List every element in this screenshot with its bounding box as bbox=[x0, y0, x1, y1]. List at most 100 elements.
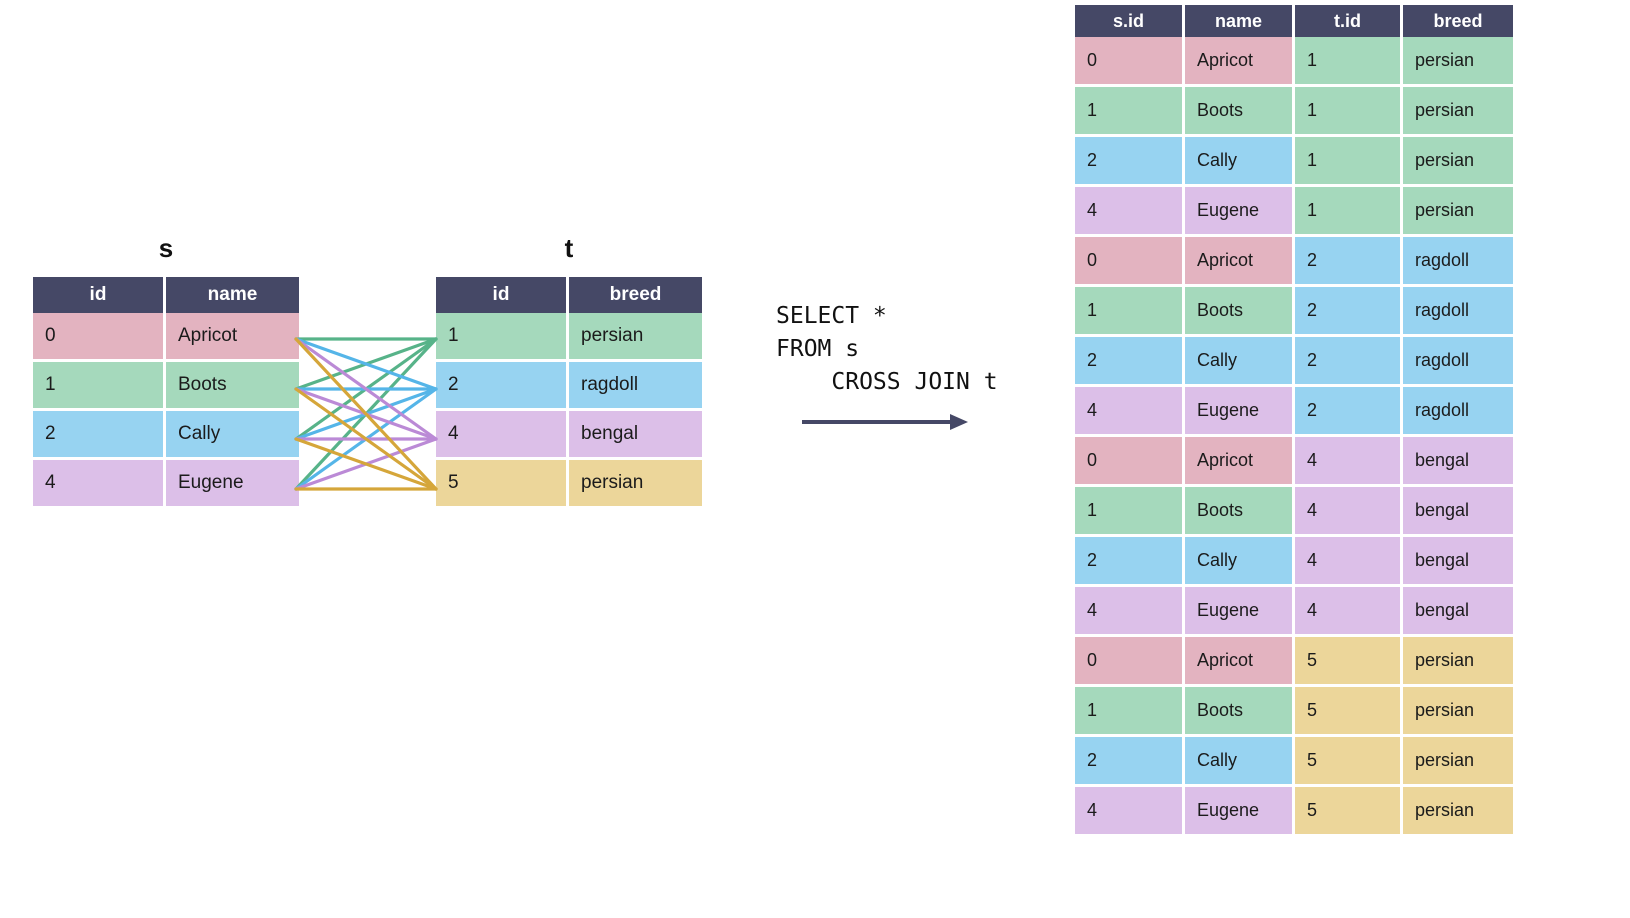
join-line bbox=[294, 337, 438, 491]
result-col-breed: breed bbox=[1403, 5, 1513, 37]
table-t-cell-breed: persian bbox=[569, 460, 702, 509]
result-cell-name: Eugene bbox=[1185, 587, 1295, 637]
result-cell-t-id: 5 bbox=[1295, 787, 1403, 837]
result-cell-s-id: 1 bbox=[1075, 487, 1185, 537]
result-cell-s-id: 0 bbox=[1075, 37, 1185, 87]
result-cell-breed: persian bbox=[1403, 37, 1513, 87]
table-t-cell-id: 4 bbox=[436, 411, 569, 460]
result-cell-breed: persian bbox=[1403, 687, 1513, 737]
result-cell-s-id: 0 bbox=[1075, 237, 1185, 287]
table-s-cell-id: 4 bbox=[33, 460, 166, 509]
table-s-title: s bbox=[158, 233, 174, 263]
flow-arrow-icon bbox=[802, 414, 968, 430]
result-cell-s-id: 4 bbox=[1075, 787, 1185, 837]
result-cell-t-id: 4 bbox=[1295, 487, 1403, 537]
result-cell-name: Eugene bbox=[1185, 787, 1295, 837]
result-cell-s-id: 2 bbox=[1075, 137, 1185, 187]
table-t-cell-breed: bengal bbox=[569, 411, 702, 460]
result-cell-breed: ragdoll bbox=[1403, 237, 1513, 287]
join-line bbox=[294, 387, 438, 491]
result-cell-t-id: 5 bbox=[1295, 637, 1403, 687]
result-cell-s-id: 1 bbox=[1075, 687, 1185, 737]
table-s-cell-name: Cally bbox=[166, 411, 299, 460]
result-cell-s-id: 2 bbox=[1075, 737, 1185, 787]
result-cell-s-id: 2 bbox=[1075, 337, 1185, 387]
result-cell-t-id: 4 bbox=[1295, 587, 1403, 637]
result-cell-s-id: 1 bbox=[1075, 87, 1185, 137]
table-s-cell-id: 1 bbox=[33, 362, 166, 411]
result-cell-name: Apricot bbox=[1185, 637, 1295, 687]
result-cell-name: Eugene bbox=[1185, 187, 1295, 237]
result-cell-t-id: 1 bbox=[1295, 137, 1403, 187]
result-cell-name: Cally bbox=[1185, 537, 1295, 587]
result-cell-t-id: 2 bbox=[1295, 237, 1403, 287]
result-cell-t-id: 5 bbox=[1295, 687, 1403, 737]
table-s-cell-name: Boots bbox=[166, 362, 299, 411]
join-line bbox=[294, 337, 438, 441]
table-t-cell-id: 1 bbox=[436, 313, 569, 362]
result-cell-name: Boots bbox=[1185, 687, 1295, 737]
result-cell-t-id: 1 bbox=[1295, 187, 1403, 237]
result-cell-t-id: 2 bbox=[1295, 287, 1403, 337]
result-cell-breed: bengal bbox=[1403, 537, 1513, 587]
result-table-header-row: s.id name t.id breed bbox=[1075, 5, 1513, 37]
table-t-col-id: id bbox=[436, 277, 569, 313]
result-cell-s-id: 4 bbox=[1075, 587, 1185, 637]
table-t-cell-id: 5 bbox=[436, 460, 569, 509]
table-s-cell-id: 2 bbox=[33, 411, 166, 460]
result-cell-name: Apricot bbox=[1185, 437, 1295, 487]
result-cell-name: Apricot bbox=[1185, 37, 1295, 87]
result-col-name: name bbox=[1185, 5, 1295, 37]
result-cell-name: Boots bbox=[1185, 87, 1295, 137]
table-t-col-breed: breed bbox=[569, 277, 702, 313]
result-cell-breed: persian bbox=[1403, 787, 1513, 837]
result-cell-breed: persian bbox=[1403, 637, 1513, 687]
result-cell-breed: ragdoll bbox=[1403, 337, 1513, 387]
table-t-cell-breed: ragdoll bbox=[569, 362, 702, 411]
result-cell-t-id: 2 bbox=[1295, 387, 1403, 437]
join-line bbox=[294, 437, 438, 491]
result-cell-breed: persian bbox=[1403, 137, 1513, 187]
result-cell-breed: bengal bbox=[1403, 487, 1513, 537]
result-cell-t-id: 4 bbox=[1295, 437, 1403, 487]
result-cell-s-id: 1 bbox=[1075, 287, 1185, 337]
result-cell-name: Boots bbox=[1185, 487, 1295, 537]
result-cell-t-id: 2 bbox=[1295, 337, 1403, 387]
result-cell-name: Cally bbox=[1185, 737, 1295, 787]
result-cell-breed: persian bbox=[1403, 187, 1513, 237]
join-line bbox=[294, 337, 438, 391]
result-cell-t-id: 1 bbox=[1295, 87, 1403, 137]
result-cell-s-id: 2 bbox=[1075, 537, 1185, 587]
result-cell-breed: persian bbox=[1403, 87, 1513, 137]
result-cell-name: Boots bbox=[1185, 287, 1295, 337]
result-cell-t-id: 4 bbox=[1295, 537, 1403, 587]
result-col-t-id: t.id bbox=[1295, 5, 1403, 37]
result-cell-s-id: 0 bbox=[1075, 637, 1185, 687]
result-cell-breed: persian bbox=[1403, 737, 1513, 787]
table-s-header-row: id name bbox=[33, 277, 299, 313]
result-cell-name: Cally bbox=[1185, 137, 1295, 187]
result-cell-t-id: 1 bbox=[1295, 37, 1403, 87]
table-s-col-name: name bbox=[166, 277, 299, 313]
table-t-title: t bbox=[564, 233, 574, 263]
